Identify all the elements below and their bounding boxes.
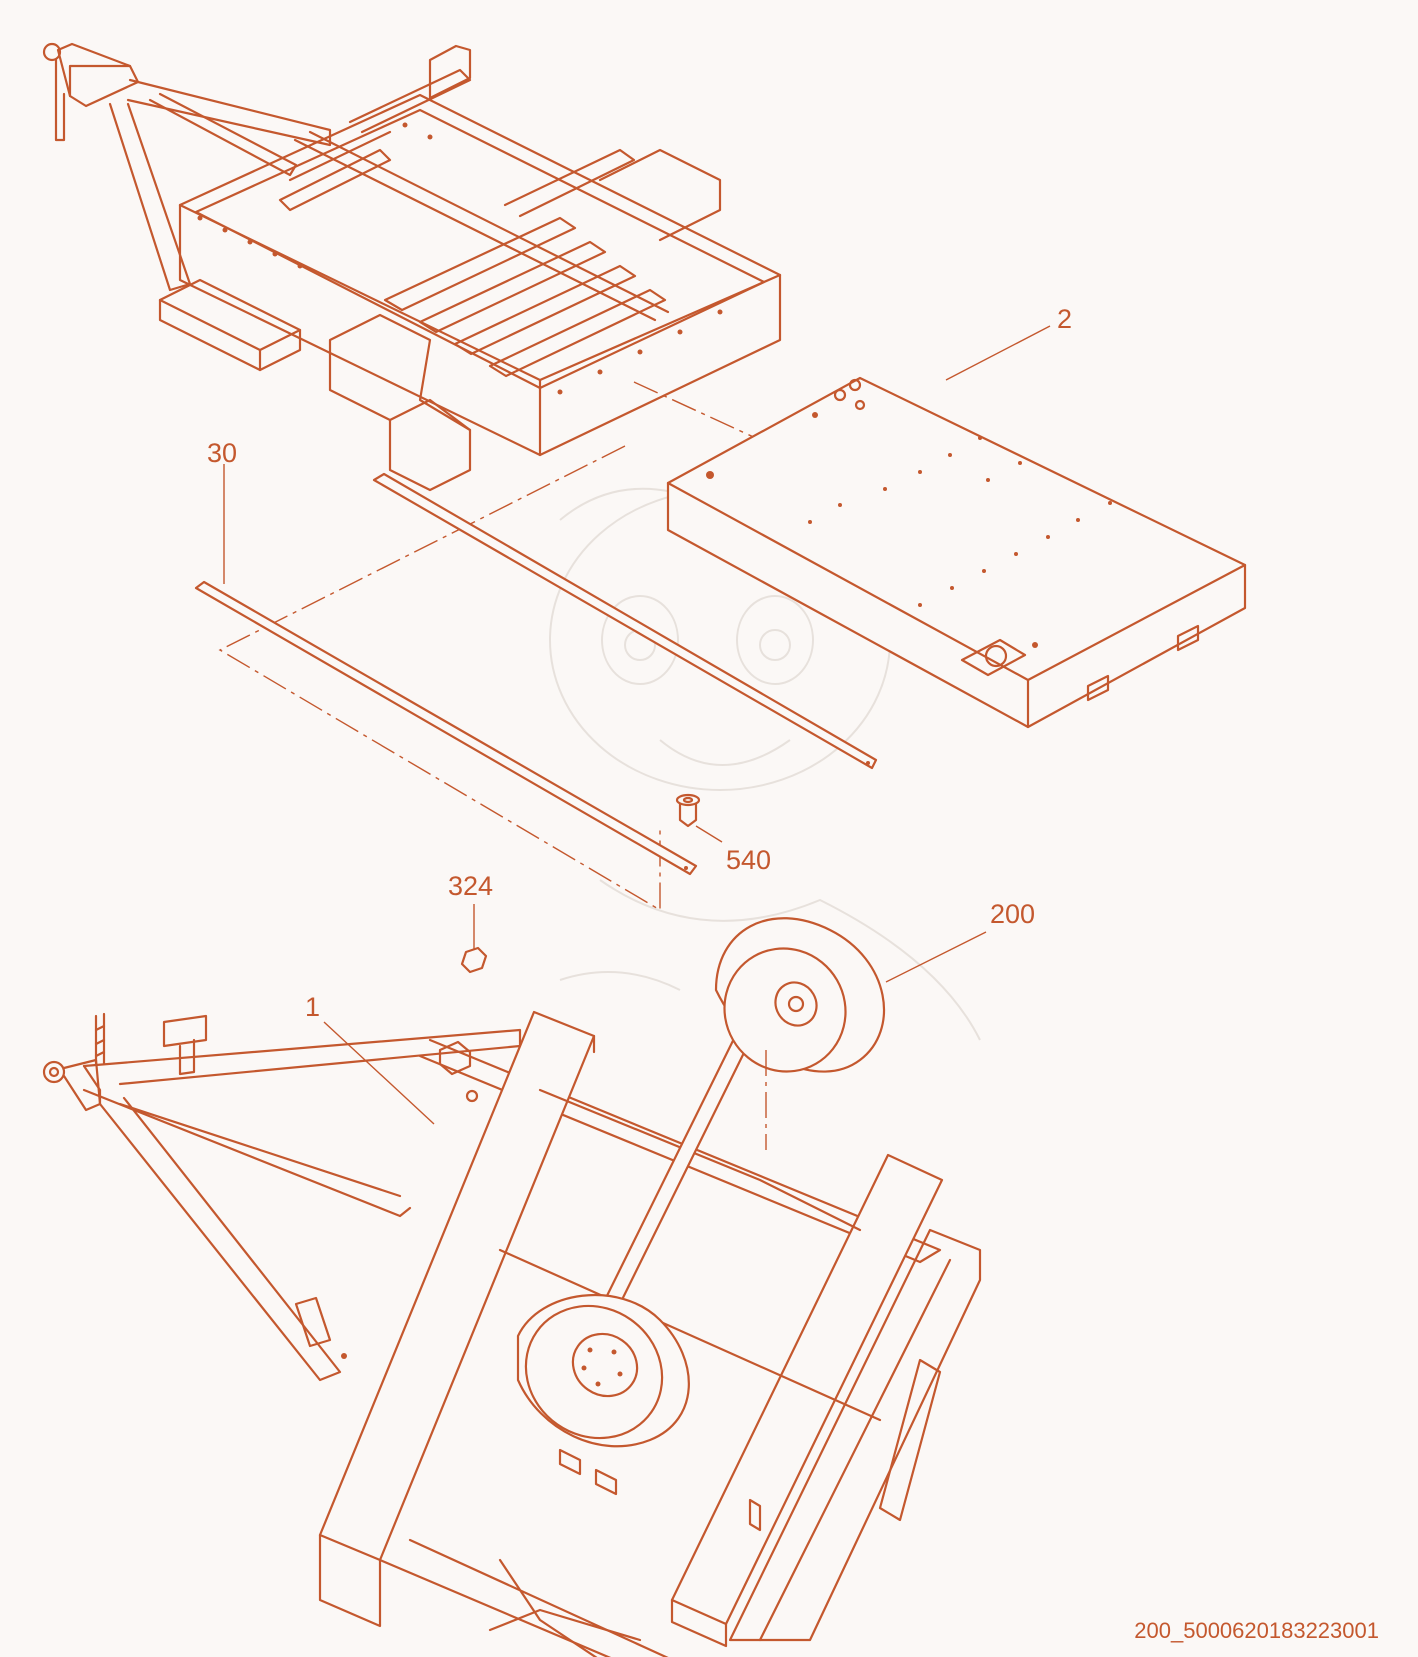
callout-part-324: 324 — [448, 871, 493, 901]
wheel-far-part-200 — [516, 1293, 690, 1448]
callout-part-200: 200 — [990, 899, 1035, 929]
callout-part-1: 1 — [305, 992, 320, 1022]
callout-part-30: 30 — [207, 438, 237, 468]
drawing-code: 200_5000620183223001 — [1134, 1618, 1379, 1643]
deck-panel-part-2 — [666, 376, 1247, 729]
bushing-part-540 — [675, 793, 701, 828]
nut-part-324 — [460, 946, 488, 974]
wheel-near-part-200 — [714, 917, 885, 1073]
lower-trailer-assembly — [42, 917, 982, 1657]
callout-leaders — [223, 325, 1051, 1125]
upper-frame-assembly — [42, 42, 782, 492]
callout-part-540: 540 — [726, 845, 771, 875]
callout-part-2: 2 — [1057, 304, 1072, 334]
strips-part-30 — [194, 472, 878, 876]
